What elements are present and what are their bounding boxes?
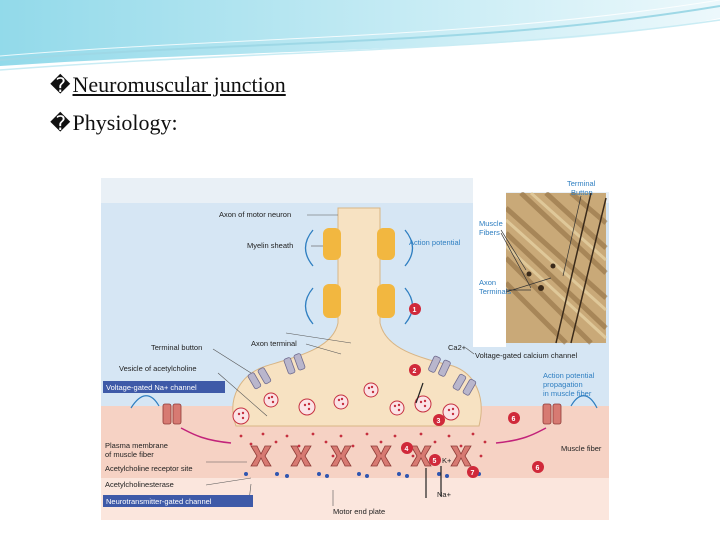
header-swoosh-decoration (0, 0, 720, 71)
step-2: 2 (413, 368, 417, 375)
label-neurotransmitter-gated-channel: Neurotransmitter-gated channel (106, 497, 212, 506)
label-action-potential: Action potential (409, 238, 461, 247)
step-7: 7 (471, 470, 475, 477)
label-k-plus: K+ (442, 456, 452, 465)
label-ach-receptor-site: Acetylcholine receptor site (105, 464, 193, 473)
photo-label-axon: Axon (479, 278, 496, 287)
propagation-arrow (180, 427, 232, 444)
label-ap-propagation-3: in muscle fiber (543, 389, 592, 398)
bullet-glyph: � (50, 75, 71, 97)
myelin-segment (377, 284, 395, 318)
title-line-physiology: �Physiology: (50, 110, 178, 136)
propagation-arrow (495, 427, 547, 444)
step-3: 3 (437, 418, 441, 425)
label-box-na-channel (103, 381, 225, 393)
acetylcholinesterase-molecules (244, 472, 481, 478)
step-5: 5 (433, 458, 437, 465)
label-myelin-sheath: Myelin sheath (247, 241, 293, 250)
bullet-glyph: � (50, 113, 71, 135)
label-axon-of-motor-neuron: Axon of motor neuron (219, 210, 291, 219)
step-markers: 1 2 3 4 5 6 6 7 (401, 303, 544, 478)
label-muscle-fiber: Muscle fiber (561, 444, 602, 453)
label-ap-propagation-2: propagation (543, 380, 583, 389)
label-terminal-button: Terminal button (151, 343, 202, 352)
label-ca2: Ca2+ (448, 343, 467, 352)
photo-label-button: Button (571, 188, 593, 197)
label-vesicle-of-acetylcholine: Vesicle of acetylcholine (119, 364, 197, 373)
label-na-plus: Na+ (437, 490, 452, 499)
label-box-neurotransmitter-channel (103, 495, 253, 507)
photo-label-terminals: Terminals (479, 287, 511, 296)
neuromuscular-junction-diagram: Terminal Button Muscle Fibers Axon Termi… (101, 178, 609, 520)
label-ap-propagation-1: Action potential (543, 371, 595, 380)
myelin-segment (377, 228, 395, 260)
label-voltage-gated-na-channel: Voltage-gated Na+ channel (106, 383, 197, 392)
photo-label-muscle: Muscle (479, 219, 503, 228)
title-line-nmj: �Neuromuscular junction (50, 72, 286, 98)
acetylcholine-vesicles (232, 382, 460, 425)
step-4: 4 (405, 446, 409, 453)
step-6b: 6 (536, 465, 540, 472)
acetylcholine-receptor-channels (250, 445, 472, 467)
label-voltage-gated-calcium-channel: Voltage-gated calcium channel (475, 351, 577, 360)
label-acetylcholinesterase: Acetylcholinesterase (105, 480, 174, 489)
micrograph-inset: Terminal Button Muscle Fibers Axon Termi… (473, 178, 609, 347)
step-1: 1 (413, 307, 417, 314)
voltage-gated-calcium-channels (247, 353, 477, 396)
label-plasma-membrane-1: Plasma membrane (105, 441, 168, 450)
step-6a: 6 (512, 416, 516, 423)
photo-label-terminal: Terminal (567, 179, 596, 188)
label-plasma-membrane-2: of muscle fiber (105, 450, 154, 459)
label-motor-end-plate: Motor end plate (333, 507, 385, 516)
myelin-segment (323, 284, 341, 318)
photo-label-fibers: Fibers (479, 228, 500, 237)
label-axon-terminal: Axon terminal (251, 339, 297, 348)
nmj-title: Neuromuscular junction (72, 72, 286, 97)
voltage-gated-na-channels (162, 403, 562, 425)
myelin-segment (323, 228, 341, 260)
physiology-heading: Physiology: (72, 110, 178, 135)
